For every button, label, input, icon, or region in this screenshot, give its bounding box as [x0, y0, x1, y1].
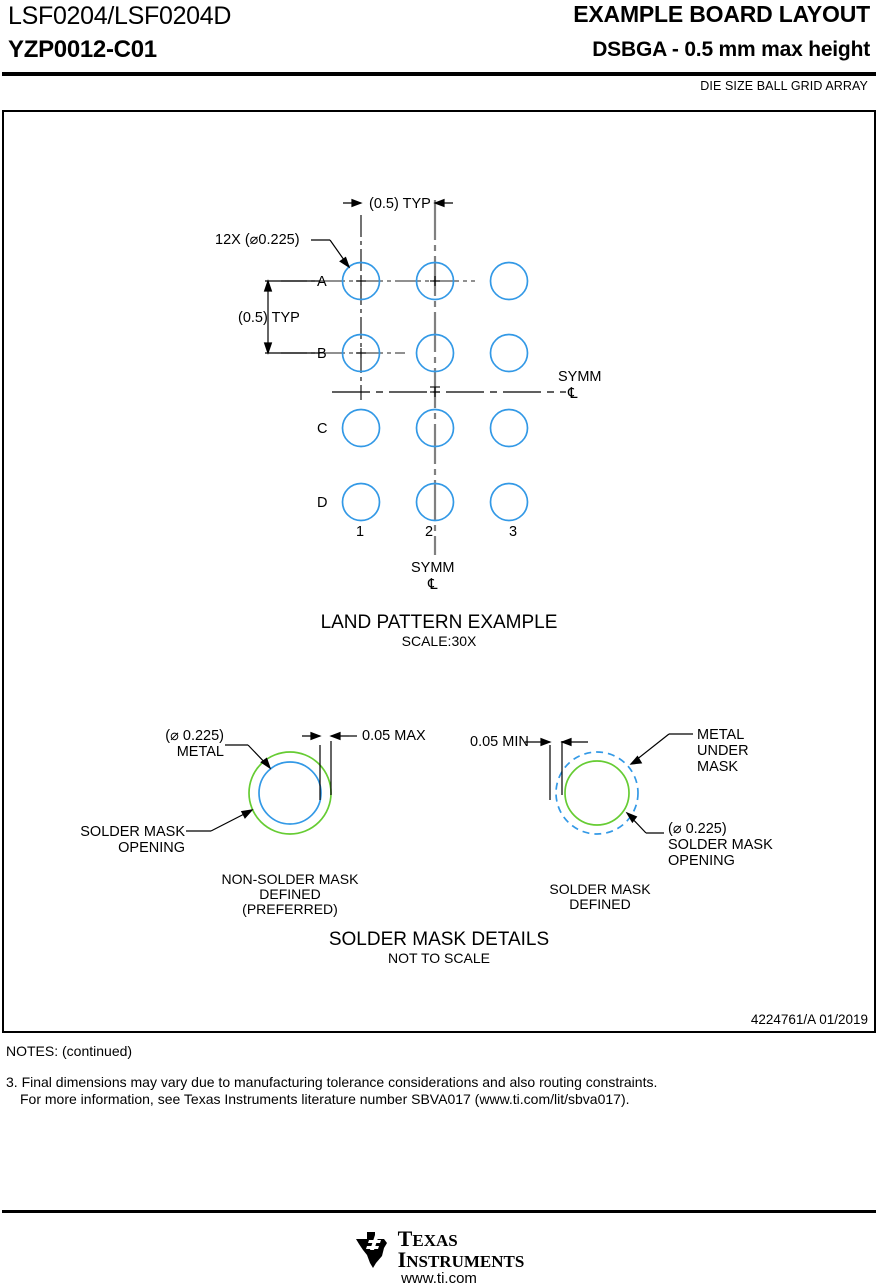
symm-label-bottom: SYMM [411, 560, 455, 576]
package-code: YZP0012-C01 [8, 36, 157, 63]
solder-mask-details-scale: NOT TO SCALE [388, 950, 490, 966]
smd-opening-label-line2: SOLDER MASK [668, 837, 773, 853]
ti-wordmark: TEXAS INSTRUMENTS [398, 1228, 525, 1271]
pad-size-callout: 12X (⌀0.225) [215, 232, 300, 248]
package-type: DIE SIZE BALL GRID ARRAY [700, 79, 868, 93]
col-label-1: 1 [356, 524, 365, 540]
col-label-2: 2 [425, 524, 434, 540]
pitch-horizontal-label: (0.5) TYP [369, 196, 431, 212]
texas-outline-icon [355, 1232, 387, 1268]
land-pattern-scale: SCALE:30X [401, 633, 477, 649]
ti-wordmark-instruments: INSTRUMENTS [397, 1247, 525, 1273]
drawing-number: 4224761/A 01/2019 [750, 1012, 868, 1027]
smd-metal-label-line1: METAL [697, 727, 745, 743]
note-3-line2: For more information, see Texas Instrume… [20, 1091, 630, 1107]
smd-caption-line1: SOLDER MASK [549, 881, 651, 897]
row-label-C: C [317, 421, 328, 437]
smd-opening-label-line3: OPENING [668, 853, 735, 869]
nsmd-opening-label-line1: SOLDER MASK [80, 824, 185, 840]
pad-size-callout-prefix: 12X ( [215, 232, 250, 248]
pitch-vertical-label: (0.5) TYP [238, 310, 300, 326]
land-pattern-caption: LAND PATTERN EXAMPLE [320, 612, 558, 633]
diameter-icon: ⌀ [249, 232, 259, 248]
header-divider [2, 72, 876, 76]
ti-wordmark-texas: TEXAS [397, 1226, 525, 1251]
ti-url: www.ti.com [401, 1270, 477, 1287]
footer-divider [2, 1210, 876, 1213]
nsmd-gap-dimension: 0.05 MAX [362, 728, 426, 744]
nsmd-caption-line2: DEFINED [259, 886, 321, 902]
nsmd-opening-label-line2: OPENING [118, 840, 185, 856]
col-label-3: 3 [509, 524, 518, 540]
ti-texas-cap: T [397, 1226, 413, 1251]
row-label-A: A [317, 274, 327, 290]
solder-mask-details-caption: SOLDER MASK DETAILS [328, 929, 550, 950]
nsmd-caption-line1: NON-SOLDER MASK [221, 871, 359, 887]
centerline-icon-right: ℄ [568, 384, 578, 402]
row-label-D: D [317, 495, 328, 511]
row-label-B: B [317, 346, 327, 362]
symm-label-right: SYMM [558, 369, 602, 385]
smd-metal-label-line3: MASK [697, 759, 739, 775]
note-3: 3. Final dimensions may vary due to manu… [6, 1074, 657, 1108]
page-title: EXAMPLE BOARD LAYOUT [573, 1, 870, 27]
nsmd-caption-line3: (PREFERRED) [242, 901, 338, 917]
ti-instruments-cap: I [397, 1247, 407, 1273]
pad-size-callout-value: 0.225) [258, 232, 300, 248]
ti-logo: TEXAS INSTRUMENTS [0, 1228, 878, 1271]
nsmd-metal-label: METAL [176, 744, 224, 760]
notes-heading: NOTES: (continued) [6, 1043, 133, 1059]
page-subtitle: DSBGA - 0.5 mm max height [592, 38, 870, 61]
smd-opening-label-line1: (⌀ 0.225) [668, 821, 727, 837]
smd-metal-label-line2: UNDER [697, 743, 749, 759]
centerline-icon-bottom: ℄ [428, 575, 438, 593]
nsmd-metal-dia-label: (⌀ 0.225) [165, 728, 224, 744]
note-3-line1: 3. Final dimensions may vary due to manu… [6, 1074, 658, 1090]
smd-caption-line2: DEFINED [569, 896, 631, 912]
device-name: LSF0204/LSF0204D [8, 2, 232, 30]
ti-instruments-rest: NSTRUMENTS [406, 1252, 525, 1272]
ti-texas-rest: EXAS [412, 1231, 458, 1250]
smd-gap-dimension: 0.05 MIN [470, 734, 529, 750]
